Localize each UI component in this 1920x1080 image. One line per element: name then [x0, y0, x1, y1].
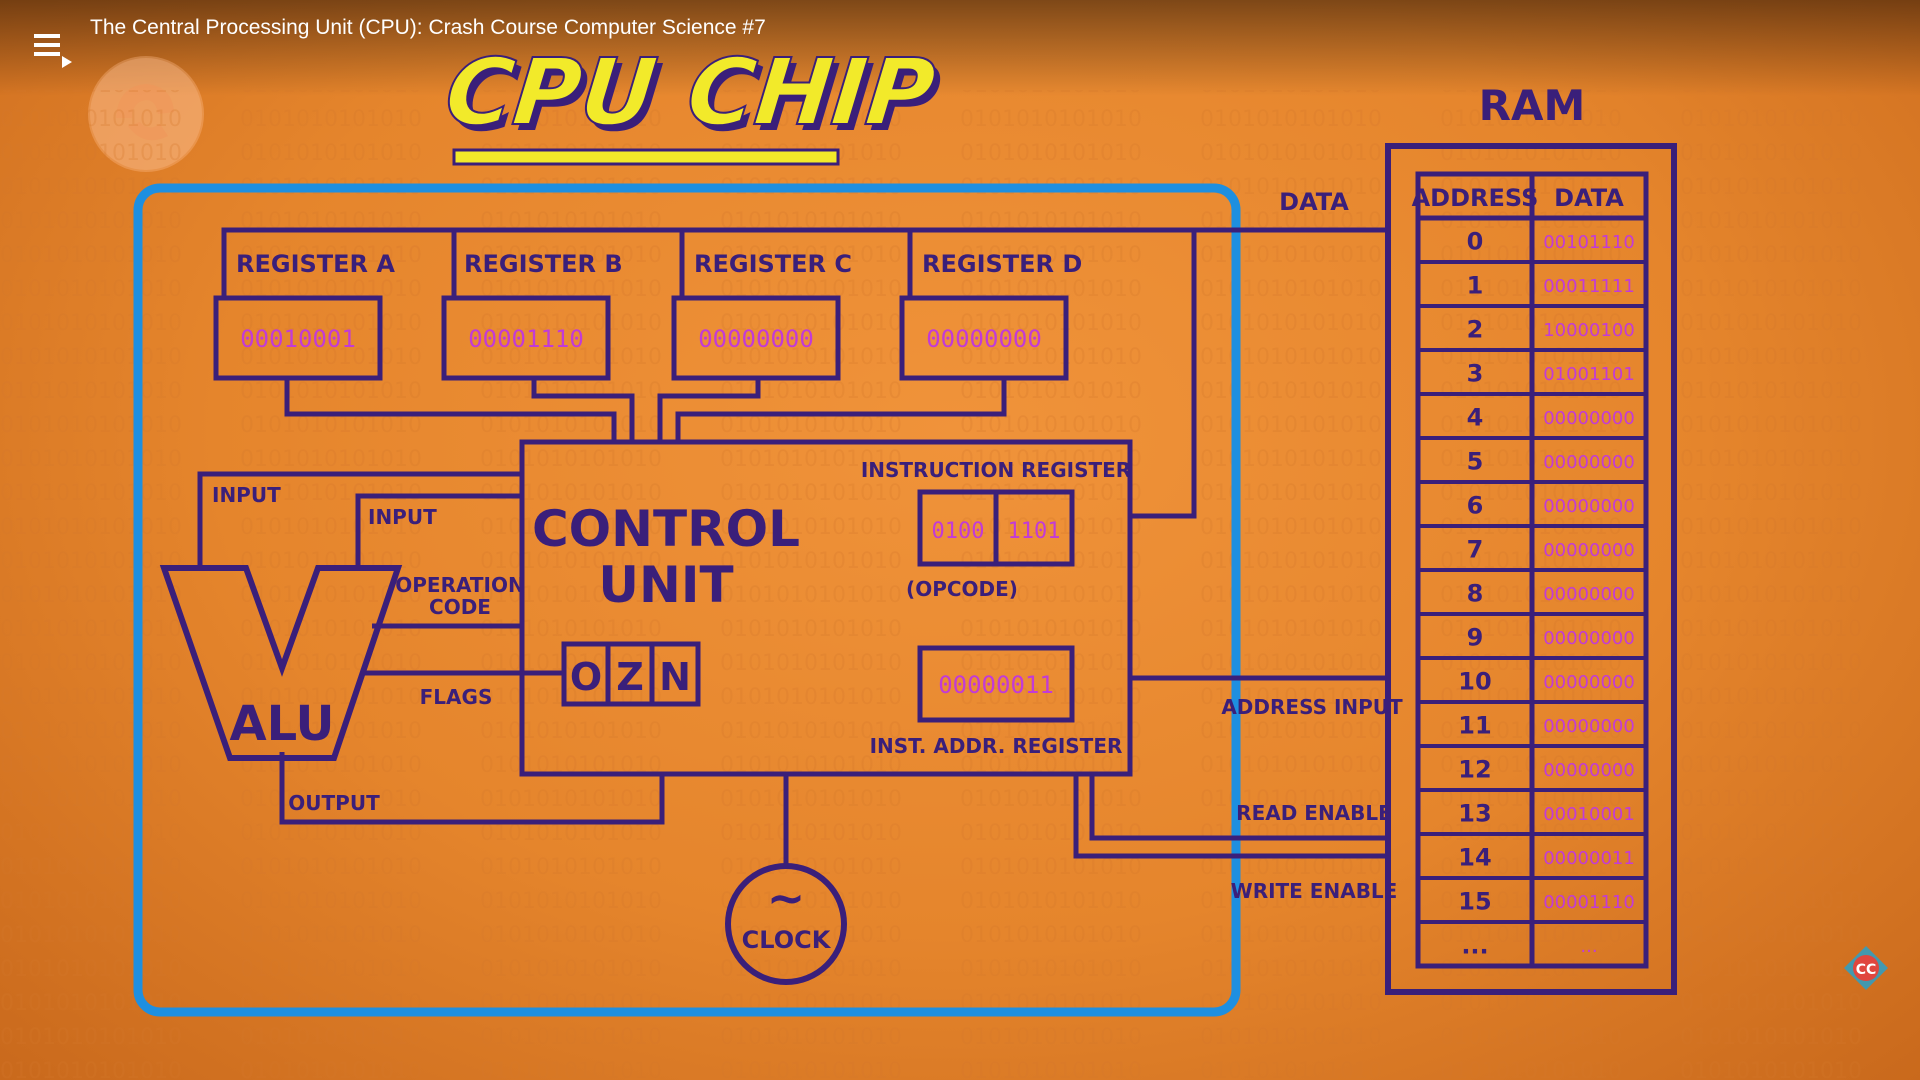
- negative-flag: N: [659, 655, 691, 699]
- ram-title: RAM: [1479, 81, 1586, 130]
- ram-data-cell: 00000000: [1543, 496, 1635, 517]
- register-d-value: 00000000: [926, 325, 1042, 353]
- flags-label: FLAGS: [420, 685, 493, 709]
- ram-address-cell: 1: [1467, 272, 1484, 300]
- register-d-box: [899, 295, 1069, 381]
- register-a-box: [213, 295, 383, 381]
- register-d-label: REGISTER D: [922, 250, 1082, 278]
- alu-input-1-label: INPUT: [212, 483, 281, 507]
- cpu-title-shadow: CPU CHIP: [446, 44, 945, 152]
- alu-input-2-label: INPUT: [368, 505, 437, 529]
- ram-address-cell: 10: [1458, 668, 1491, 696]
- ram-address-header: ADDRESS: [1412, 184, 1539, 212]
- register-b-label: REGISTER B: [464, 250, 623, 278]
- register-b-box: [441, 295, 611, 381]
- flags-register-box: [561, 641, 701, 707]
- ram-data-cell: 00000000: [1543, 584, 1635, 605]
- overflow-flag: O: [570, 655, 602, 699]
- register-c-label: REGISTER C: [694, 250, 852, 278]
- ram-address-cell: ...: [1461, 932, 1488, 960]
- alu-output-label: OUTPUT: [288, 791, 380, 815]
- ram-address-cell: 4: [1467, 404, 1484, 432]
- ram-data-cell: 00000000: [1543, 452, 1635, 473]
- ram-address-cell: 8: [1467, 580, 1484, 608]
- ram-data-cell: 00000000: [1543, 540, 1635, 561]
- operand-value: 1101: [1008, 519, 1061, 544]
- register-a-value: 00010001: [240, 325, 356, 353]
- inst-addr-register-box: [917, 645, 1075, 723]
- ram-data-cell: 01001101: [1543, 364, 1635, 385]
- crash-course-badge-button[interactable]: [1842, 944, 1890, 992]
- register-b-value: 00001110: [468, 325, 584, 353]
- binary-background: [0, 90, 1920, 1080]
- register-a-label: REGISTER A: [236, 250, 395, 278]
- ram-address-cell: 0: [1467, 228, 1484, 256]
- svg-text:CC: CC: [1856, 962, 1877, 978]
- ram-address-cell: 12: [1458, 756, 1491, 784]
- register-a: REGISTER A 00010001: [213, 250, 395, 381]
- control-unit-box: [519, 439, 1133, 777]
- clock-wave-icon: ~: [767, 871, 806, 925]
- ram-address-cell: 6: [1467, 492, 1484, 520]
- control-unit-label-line2: UNIT: [598, 556, 733, 614]
- register-c-box: [671, 295, 841, 381]
- ram-data-cell: 00000000: [1543, 628, 1635, 649]
- ram-address-cell: 7: [1467, 536, 1484, 564]
- data-bus-label: DATA: [1279, 188, 1349, 216]
- ram-data-cell: 10000100: [1543, 320, 1635, 341]
- instruction-register-label: INSTRUCTION REGISTER: [861, 458, 1131, 482]
- ram-data-cell: 00000000: [1543, 760, 1635, 781]
- ram-data-cell: 00101110: [1543, 232, 1635, 253]
- operation-code-label-line2: CODE: [429, 595, 491, 619]
- inst-addr-register-label: INST. ADDR. REGISTER: [870, 734, 1123, 758]
- video-top-bar: [0, 0, 1920, 96]
- read-enable-label: READ ENABLE: [1236, 801, 1392, 825]
- register-d: REGISTER D 00000000: [899, 250, 1082, 381]
- ram-address-cell: 2: [1467, 316, 1484, 344]
- write-enable-label: WRITE ENABLE: [1231, 879, 1398, 903]
- ram-data-cell: 00000011: [1543, 848, 1635, 869]
- ram-data-cell: 00000000: [1543, 716, 1635, 737]
- ram-address-cell: 15: [1458, 888, 1491, 916]
- opcode-label: (OPCODE): [906, 577, 1018, 601]
- ram-data-cell: 00001110: [1543, 892, 1635, 913]
- ram-data-cell: 00010001: [1543, 804, 1635, 825]
- opcode-value: 0100: [932, 519, 985, 544]
- playlist-icon[interactable]: [30, 30, 74, 70]
- video-title[interactable]: The Central Processing Unit (CPU): Crash…: [90, 16, 766, 39]
- operation-code-label-line1: OPERATION: [395, 573, 524, 597]
- zero-flag: Z: [616, 655, 644, 699]
- wiring: [197, 227, 1386, 864]
- register-c: REGISTER C 00000000: [671, 250, 852, 381]
- ram-data-header: DATA: [1554, 184, 1624, 212]
- ram-rows: 0 00101110 1 00011111 2 10000100 3 01001101 4 000…: [1418, 228, 1646, 960]
- ram-data-cell: ...: [1580, 936, 1597, 957]
- ram-address-cell: 5: [1467, 448, 1484, 476]
- ram-address-cell: 3: [1467, 360, 1484, 388]
- title-underline: [452, 148, 840, 166]
- clock-circle: [725, 863, 847, 985]
- ram-data-cell: 00000000: [1543, 408, 1635, 429]
- ram-address-cell: 13: [1458, 800, 1491, 828]
- ram-outer-box: [1385, 143, 1677, 995]
- cpu-title: CPU CHIP: [441, 38, 940, 146]
- alu-shape: [159, 565, 403, 761]
- cpu-chip-title: CPU CHIP CPU CHIP: [440, 37, 945, 166]
- register-b: REGISTER B 00001110: [441, 250, 623, 381]
- cpu-chip-border: [133, 183, 1241, 1017]
- clock-label: CLOCK: [742, 926, 832, 954]
- crash-course-cc-icon: CC: [1844, 946, 1888, 990]
- control-unit-label-line1: CONTROL: [532, 500, 800, 558]
- ram-data-cell: 00011111: [1543, 276, 1635, 297]
- ram-address-cell: 14: [1458, 844, 1491, 872]
- inst-addr-register-value: 00000011: [938, 671, 1054, 699]
- alu-label: ALU: [230, 696, 335, 752]
- ram-address-cell: 9: [1467, 624, 1484, 652]
- address-input-label: ADDRESS INPUT: [1221, 695, 1403, 719]
- register-c-value: 00000000: [698, 325, 814, 353]
- ram-address-cell: 11: [1458, 712, 1491, 740]
- ram-data-cell: 00000000: [1543, 672, 1635, 693]
